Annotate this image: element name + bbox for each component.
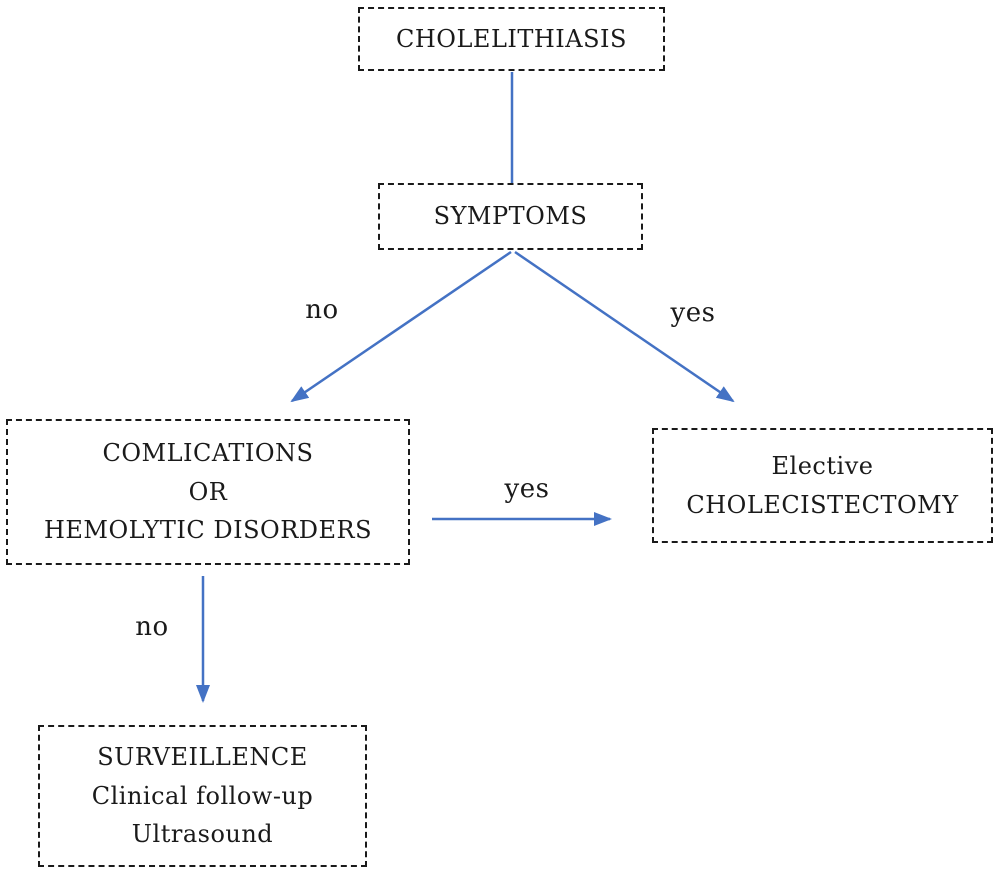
node-surveillance: SURVEILLENCE Clinical follow-up Ultrasou…: [38, 725, 367, 867]
node-cholelithiasis: CHOLELITHIASIS: [358, 7, 665, 71]
node-elective-cholecystectomy: Elective CHOLECISTECTOMY: [652, 428, 993, 543]
edge-label-no-complications-branch: no: [133, 612, 171, 642]
edge-label-yes-complications-branch: yes: [502, 474, 552, 504]
node-complications-or-hemolytic-disorders: COMLICATIONS OR HEMOLYTIC DISORDERS: [6, 419, 410, 565]
node-symptoms: SYMPTOMS: [378, 183, 643, 250]
edge-symptoms-to-complications: [290, 250, 512, 403]
edge-label-no-symptoms-branch: no: [303, 295, 341, 325]
edge-label-yes-symptoms-branch: yes: [668, 298, 718, 328]
